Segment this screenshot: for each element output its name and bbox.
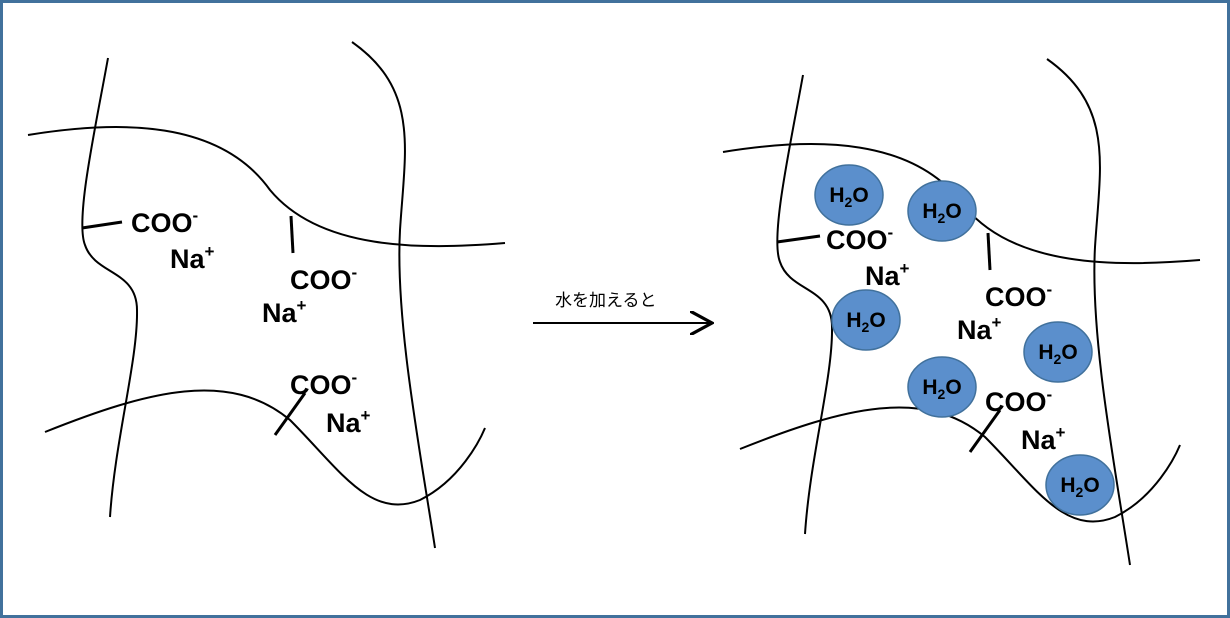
water-circle [907,356,977,418]
water-circle [1045,454,1115,516]
diagram-canvas: COO- Na+ COO- Na+ COO- Na+ 水を加えると COO- N… [27,41,1201,566]
carboxylate-label: COO- [985,280,1052,312]
arrow-label: 水を加えると [555,291,657,311]
carboxylate-label: COO- [290,263,357,295]
sodium-label: Na+ [170,242,215,274]
polymer-chain [27,126,506,248]
side-bond [968,409,1002,453]
sodium-label: Na+ [865,259,910,291]
side-bond [776,234,821,244]
water-label: H2O [922,200,961,226]
carboxylate-label: COO- [131,206,198,238]
sodium-label: Na+ [326,406,371,438]
carboxylate-label: COO- [290,368,357,400]
polymer-chain [1046,58,1131,566]
side-bond [81,220,123,230]
polymer-chain [776,74,834,535]
water-label: H2O [846,309,885,335]
water-circle [907,180,977,242]
polymer-chain [351,41,436,549]
reaction-arrow: 水を加えると [533,291,710,323]
water-circle [814,164,884,226]
water-molecule: H2O [1023,321,1093,383]
water-molecule: H2O [907,180,977,242]
water-molecule: H2O [831,289,901,351]
carboxylate-label: COO- [826,223,893,255]
water-label: H2O [922,376,961,402]
polymer-chain [739,406,1181,523]
water-molecule: H2O [814,164,884,226]
water-circle [1023,321,1093,383]
water-label: H2O [1060,474,1099,500]
water-label: H2O [1038,341,1077,367]
sodium-label: Na+ [262,296,307,328]
water-label: H2O [829,184,868,210]
swollen-polymer-network: COO- Na+ COO- Na+ COO- Na+ [722,58,1201,566]
side-bond [986,232,992,271]
sodium-label: Na+ [957,313,1002,345]
water-molecule: H2O [907,356,977,418]
dry-polymer-network: COO- Na+ COO- Na+ COO- Na+ [27,41,506,549]
water-molecules: H2O H2O H2O H2O H2O H2O [814,164,1115,516]
side-bond [289,215,295,254]
polymer-chain [81,57,139,518]
carboxylate-label: COO- [985,385,1052,417]
water-molecule: H2O [1045,454,1115,516]
water-circle [831,289,901,351]
polymer-chain [44,389,486,506]
sodium-label: Na+ [1021,423,1066,455]
side-bond [273,392,307,436]
